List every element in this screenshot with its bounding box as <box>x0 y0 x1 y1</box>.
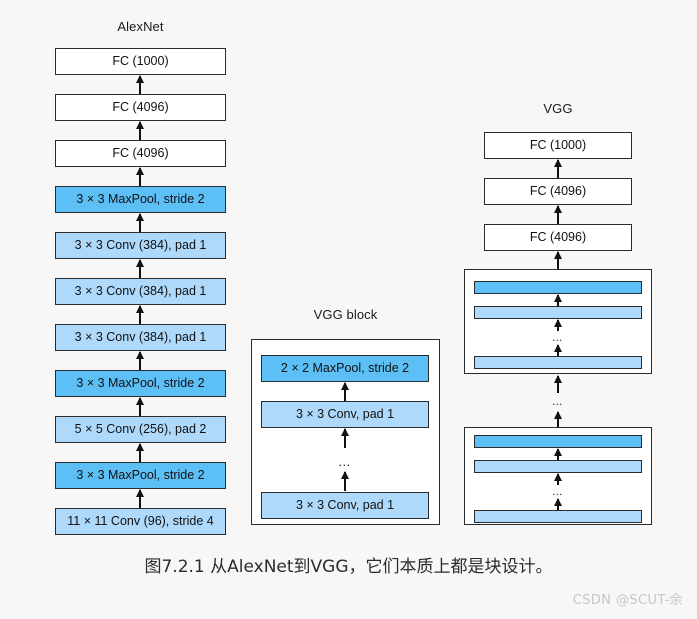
vgg-block-layer-maxpool: 2 × 2 MaxPool, stride 2 <box>261 355 429 382</box>
vgg-upper-block-arrow-3 <box>557 345 559 356</box>
alexnet-title: AlexNet <box>117 19 164 34</box>
vgg-block-layer-conv-top: 3 × 3 Conv, pad 1 <box>261 401 429 428</box>
alexnet-layer-conv-384-b: 3 × 3 Conv (384), pad 1 <box>55 278 226 305</box>
alexnet-layer-conv-96: 11 × 11 Conv (96), stride 4 <box>55 508 226 535</box>
vgg-upper-block-ellipsis: … <box>551 332 565 344</box>
vgg-arrow-between-blocks-lower <box>557 412 559 429</box>
vgg-lower-block-ellipsis: … <box>551 486 565 498</box>
vgg-lower-block-arrow-1 <box>557 449 559 460</box>
vgg-block-arrow-2 <box>344 429 346 448</box>
alexnet-layer-conv-384-c: 3 × 3 Conv (384), pad 1 <box>55 324 226 351</box>
alexnet-layer-fc-4096-b: FC (4096) <box>55 140 226 167</box>
vgg-arrow-between-blocks-upper <box>557 376 559 393</box>
vgg-upper-block-conv-top <box>474 306 642 319</box>
vgg-block-title: VGG block <box>313 307 378 322</box>
vgg-upper-block-arrow-1 <box>557 295 559 306</box>
vgg-lower-block-conv-top <box>474 460 642 473</box>
alexnet-layer-maxpool-1: 3 × 3 MaxPool, stride 2 <box>55 186 226 213</box>
vgg-between-blocks-ellipsis: … <box>551 396 565 408</box>
alexnet-layer-conv-256: 5 × 5 Conv (256), pad 2 <box>55 416 226 443</box>
vgg-upper-block-arrow-2 <box>557 320 559 331</box>
alexnet-arrow-2 <box>139 122 141 141</box>
vgg-lower-block-conv-bottom <box>474 510 642 523</box>
vgg-block-arrow-1 <box>344 383 346 401</box>
alexnet-layer-maxpool-3: 3 × 3 MaxPool, stride 2 <box>55 462 226 489</box>
vgg-block-ellipsis: … <box>337 454 353 469</box>
vgg-lower-block-arrow-2 <box>557 474 559 485</box>
vgg-arrow-2 <box>557 206 559 225</box>
alexnet-arrow-7 <box>139 352 141 371</box>
alexnet-layer-fc-1000: FC (1000) <box>55 48 226 75</box>
vgg-lower-block-maxpool <box>474 435 642 448</box>
vgg-upper-block-conv-bottom <box>474 356 642 369</box>
vgg-layer-fc-4096-a: FC (4096) <box>484 178 632 205</box>
alexnet-arrow-9 <box>139 444 141 463</box>
alexnet-arrow-8 <box>139 398 141 417</box>
vgg-layer-fc-4096-b: FC (4096) <box>484 224 632 251</box>
vgg-upper-block-maxpool <box>474 281 642 294</box>
alexnet-layer-conv-384-a: 3 × 3 Conv (384), pad 1 <box>55 232 226 259</box>
vgg-block-arrow-3 <box>344 472 346 491</box>
alexnet-layer-fc-4096-a: FC (4096) <box>55 94 226 121</box>
vgg-title: VGG <box>543 101 573 116</box>
alexnet-arrow-6 <box>139 306 141 325</box>
vgg-block-layer-conv-bottom: 3 × 3 Conv, pad 1 <box>261 492 429 519</box>
vgg-arrow-1 <box>557 160 559 179</box>
alexnet-arrow-10 <box>139 490 141 509</box>
vgg-layer-fc-1000: FC (1000) <box>484 132 632 159</box>
figure-caption: 图7.2.1 从AlexNet到VGG，它们本质上都是块设计。 <box>144 557 553 577</box>
watermark: CSDN @SCUT-余 <box>572 593 683 608</box>
alexnet-arrow-1 <box>139 76 141 95</box>
vgg-arrow-3 <box>557 252 559 270</box>
alexnet-arrow-3 <box>139 168 141 187</box>
vgg-lower-block-arrow-3 <box>557 499 559 510</box>
alexnet-layer-maxpool-2: 3 × 3 MaxPool, stride 2 <box>55 370 226 397</box>
alexnet-arrow-4 <box>139 214 141 233</box>
alexnet-arrow-5 <box>139 260 141 279</box>
